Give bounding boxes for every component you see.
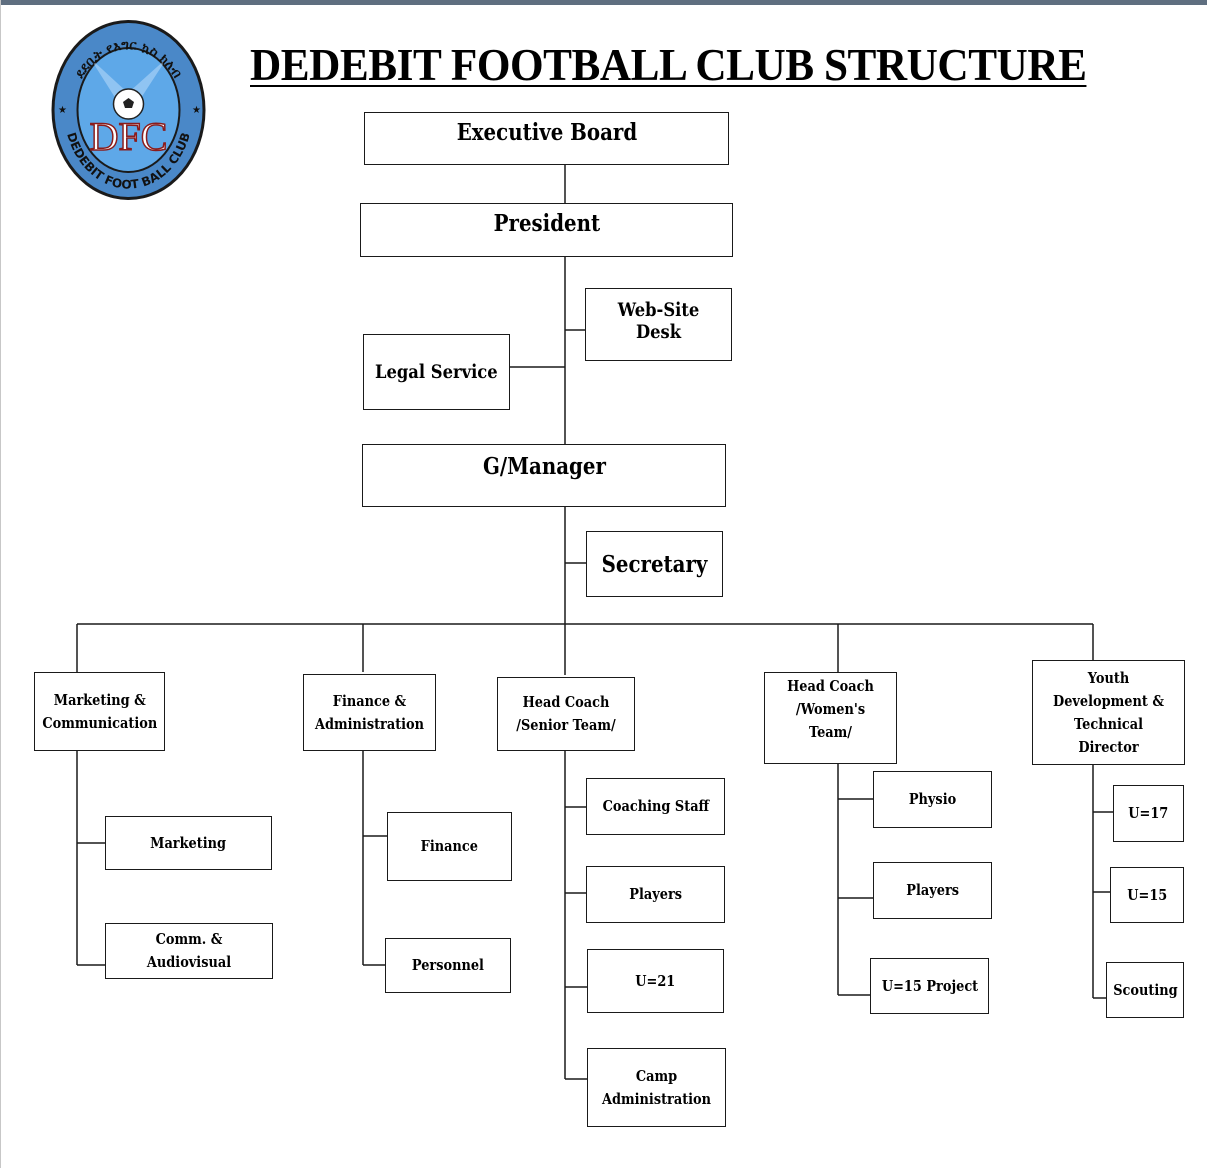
node-u15: U=15	[1110, 867, 1184, 923]
node-finance-administration: Finance & Administration	[303, 674, 436, 751]
node-executive-board: Executive Board	[364, 112, 729, 165]
svg-text:★: ★	[192, 105, 201, 116]
node-comm-audiovisual: Comm. & Audiovisual	[105, 923, 273, 979]
node-u21: U=21	[587, 949, 724, 1013]
node-finance: Finance	[387, 812, 512, 881]
node-camp-administration: Camp Administration	[587, 1048, 726, 1127]
node-marketing-communication: Marketing & Communication	[34, 672, 165, 751]
node-web-site-desk: Web-Site Desk	[585, 288, 732, 361]
node-coaching-staff: Coaching Staff	[586, 778, 725, 835]
node-legal-service: Legal Service	[363, 334, 510, 410]
node-players-senior: Players	[586, 866, 725, 923]
node-marketing: Marketing	[105, 816, 272, 870]
node-youth-development: Youth Development & Technical Director	[1032, 660, 1185, 765]
node-u17: U=17	[1113, 785, 1184, 842]
node-personnel: Personnel	[385, 938, 511, 993]
node-president: President	[360, 203, 733, 257]
node-physio: Physio	[873, 771, 992, 828]
window-top-border	[0, 0, 1207, 5]
club-logo: DFC ደደቢት የእግር ኳስ ክለብ DEDEBIT FOOT BALL C…	[51, 20, 206, 200]
logo-monogram: DFC	[90, 114, 168, 159]
node-scouting: Scouting	[1106, 962, 1184, 1018]
svg-text:★: ★	[58, 105, 67, 116]
node-secretary: Secretary	[586, 531, 723, 597]
node-g-manager: G/Manager	[362, 444, 726, 507]
node-players-women: Players	[873, 862, 992, 919]
page-title: DEDEBIT FOOTBALL CLUB STRUCTURE	[250, 39, 1087, 90]
node-head-coach-senior: Head Coach /Senior Team/	[497, 677, 635, 751]
node-u15-project: U=15 Project	[870, 958, 989, 1014]
window-left-border	[0, 0, 1, 1168]
node-head-coach-women: Head Coach /Women's Team/	[764, 672, 897, 764]
